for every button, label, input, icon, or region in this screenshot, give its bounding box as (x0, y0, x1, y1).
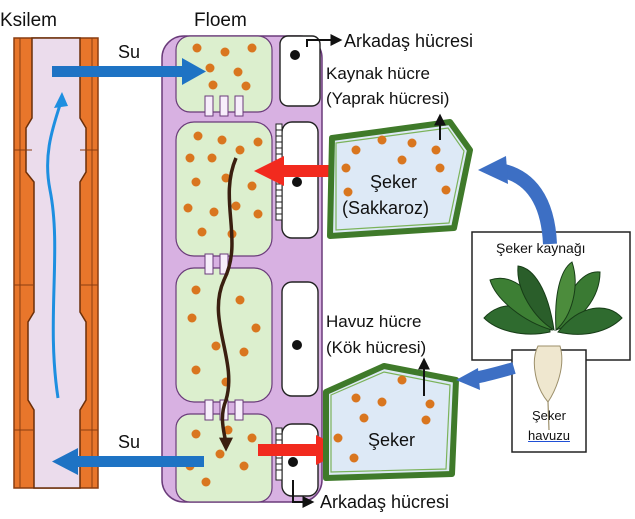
curved-arrow-to-leaf (478, 156, 550, 244)
source-cell-label-line2: (Yaprak hücresi) (326, 89, 449, 109)
sink-cell-label-line2: (Kök hücresi) (326, 338, 426, 358)
phloem-sieve-tube (162, 36, 322, 502)
sugar-sink-label-line1: Şeker (512, 408, 586, 423)
water-label-bottom: Su (118, 432, 140, 453)
companion-cell-label-bottom: Arkadaş hücresi (320, 492, 449, 513)
sugar-source-box-label: Şeker kaynağı (496, 240, 586, 256)
sink-cell-label-line1: Havuz hücre (326, 312, 421, 332)
xylem-vessel (14, 38, 98, 488)
sugar-leaf-label-line1: Şeker (370, 172, 417, 193)
curved-arrow-to-root (456, 368, 514, 390)
xylem-label: Ksilem (0, 10, 57, 32)
phloem-label: Floem (194, 10, 247, 32)
sugar-leaf-label-line2: (Sakkaroz) (342, 198, 429, 219)
companion-cell-label-top: Arkadaş hücresi (344, 31, 473, 52)
sugar-root-label: Şeker (368, 430, 415, 451)
sink-root-cell (326, 360, 456, 478)
source-cell-label-line1: Kaynak hücre (326, 64, 430, 84)
water-label-top: Su (118, 42, 140, 63)
sugar-sink-label-line2: havuzu (512, 428, 586, 443)
